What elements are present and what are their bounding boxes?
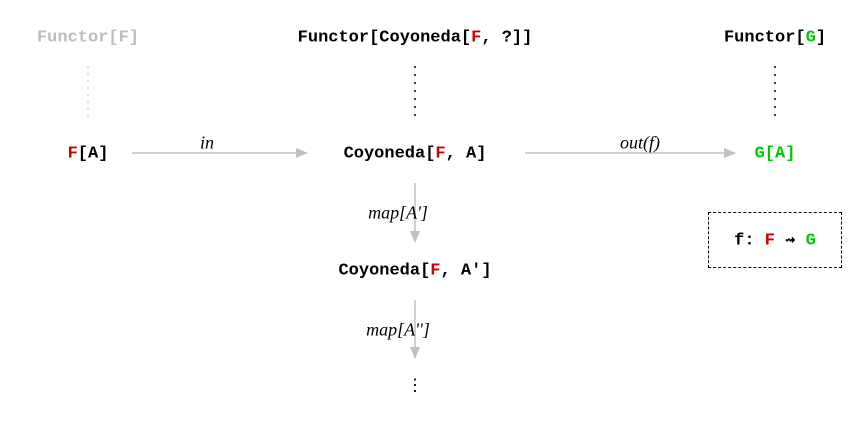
text: Functor[Coyoneda[ [297, 28, 472, 48]
text: , ?]] [481, 28, 533, 48]
text: Functor[ [723, 28, 806, 48]
g-symbol: G [805, 28, 816, 48]
ellipsis: ⋮ [406, 377, 424, 397]
f-symbol: F [67, 144, 78, 164]
text: , A] [445, 144, 487, 164]
text: Coyoneda[ [343, 144, 436, 164]
f-symbol: F [471, 28, 482, 48]
natural-transformation-box [708, 212, 842, 268]
f-symbol: F [764, 231, 775, 251]
text: f: [734, 231, 765, 251]
f-symbol: F [435, 144, 446, 164]
node-fa: F[A] [68, 145, 109, 164]
node-coyoneda-a-prime: Coyoneda[F, A'] [338, 262, 491, 281]
f-symbol: F [430, 261, 441, 281]
g-symbol: G [805, 231, 816, 251]
functor-f-label: Functor[F] [36, 28, 140, 48]
node-coyoneda-a: Coyoneda[F, A] [344, 145, 487, 164]
text: ] [815, 28, 827, 48]
text: Coyoneda[ [338, 261, 431, 281]
functor-g-label: Functor[G] [724, 29, 826, 48]
squiggly-arrow-icon: ⇝ [785, 231, 796, 251]
text: , A'] [440, 261, 492, 281]
node-ga: G[A] [754, 144, 796, 164]
text: [A] [77, 144, 109, 164]
label-out: out(f) [620, 132, 660, 153]
label-in: in [199, 132, 215, 153]
label-map2: map[A''] [366, 319, 430, 340]
natural-transformation-label: f: F ⇝ G [734, 230, 816, 251]
label-map1: map[A'] [368, 202, 428, 223]
functor-coyoneda-label: Functor[Coyoneda[F, ?]] [298, 29, 533, 48]
